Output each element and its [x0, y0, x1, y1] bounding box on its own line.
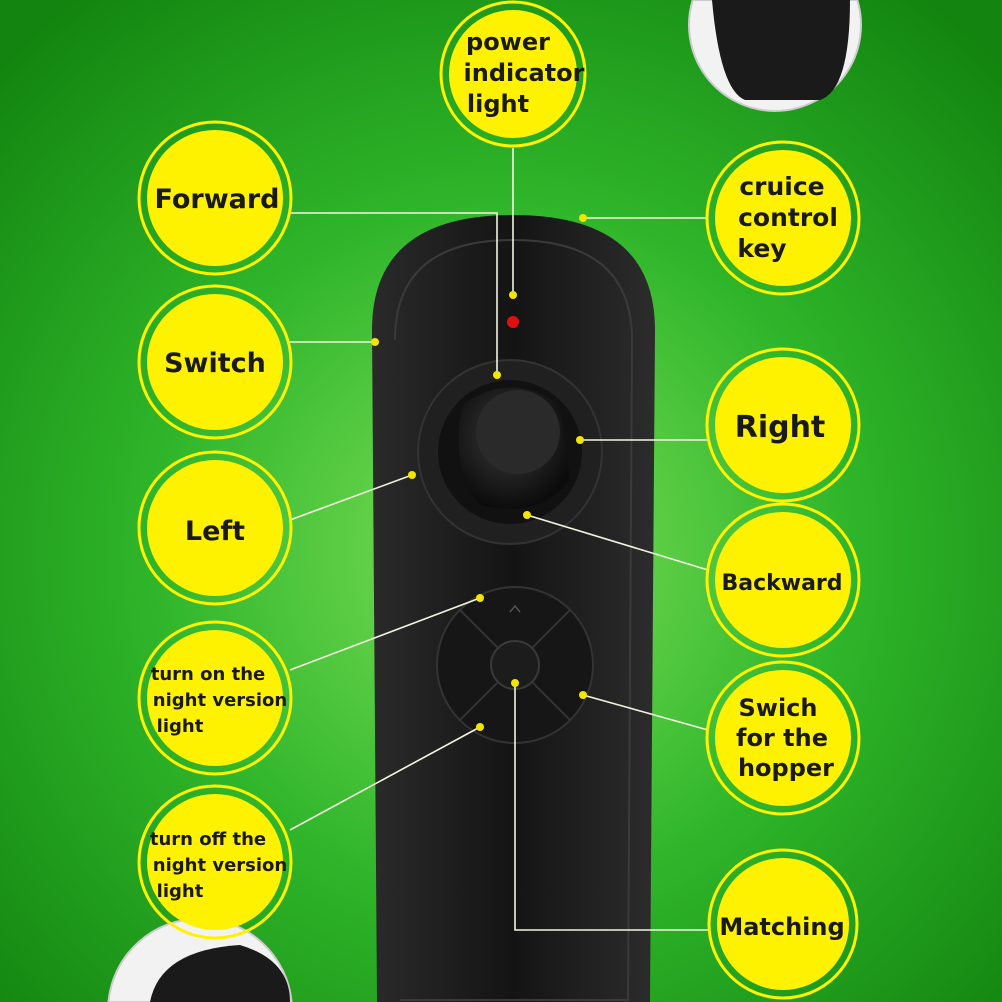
joystick[interactable] — [417, 359, 603, 545]
badge-forward: Forward — [137, 120, 293, 276]
svg-text:Matching: Matching — [719, 913, 844, 941]
svg-text:Forward: Forward — [154, 184, 279, 215]
svg-text:Left: Left — [185, 516, 245, 547]
inset-top-right — [688, 0, 862, 112]
power-indicator-led — [507, 316, 519, 328]
badge-matching: Matching — [707, 848, 859, 1000]
badge-right: Right — [705, 347, 861, 503]
up-arrow-icon — [509, 604, 521, 613]
d-pad[interactable] — [436, 586, 594, 744]
badge-left: Left — [137, 450, 293, 606]
connector-lines — [289, 148, 709, 931]
svg-text:Right: Right — [735, 410, 826, 445]
badge-switch: Switch — [137, 284, 293, 440]
inset-bottom-left — [107, 917, 293, 1002]
badge-backward: Backward — [705, 502, 861, 658]
svg-text:Switch: Switch — [164, 348, 266, 379]
remote-body — [372, 215, 655, 1002]
svg-text:Backward: Backward — [721, 571, 842, 596]
